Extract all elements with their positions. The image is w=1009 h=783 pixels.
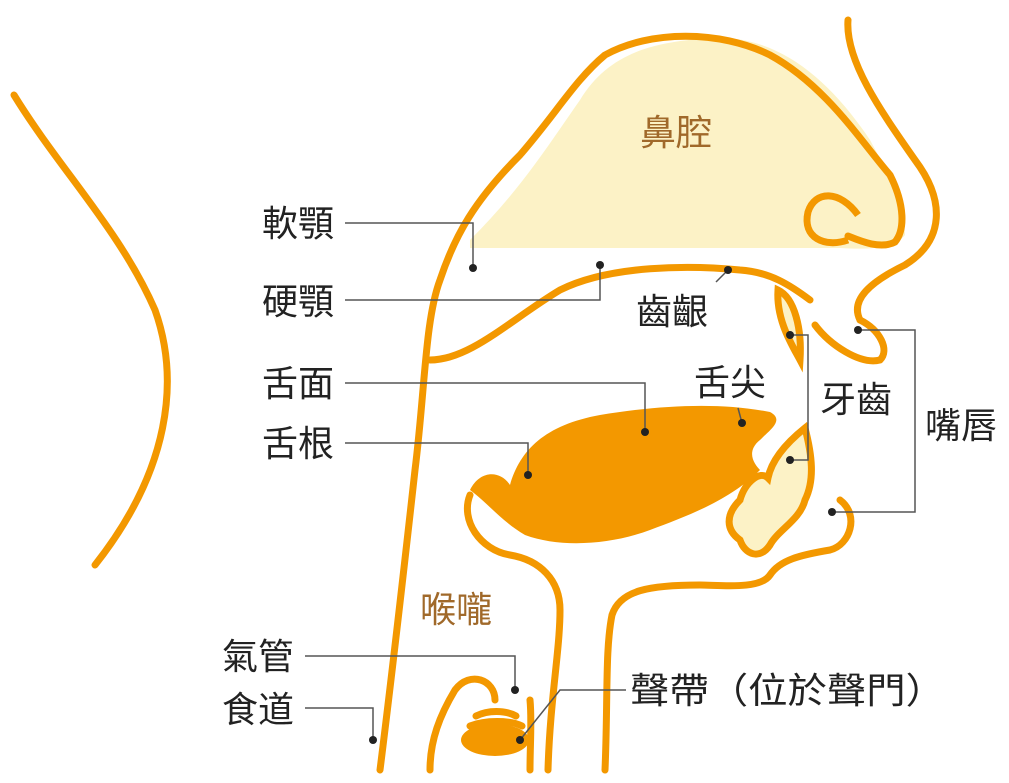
tongue-root-label: 舌根 xyxy=(262,424,334,465)
nasal-cavity-label: 鼻腔 xyxy=(640,113,712,154)
nasal-cavity-shape xyxy=(470,38,905,249)
vocal-cords-shape xyxy=(461,724,529,756)
gums-label: 齒齦 xyxy=(636,292,708,333)
tongue-surface-label: 舌面 xyxy=(262,364,334,405)
trachea-label: 氣管 xyxy=(222,637,294,678)
esophagus-label: 食道 xyxy=(222,690,294,731)
leader-lines xyxy=(305,222,916,741)
teeth-label: 牙齒 xyxy=(820,380,892,421)
soft-palate-label: 軟顎 xyxy=(262,204,334,245)
leader-dots xyxy=(369,261,862,744)
upper-tooth-shape xyxy=(774,284,804,373)
nostril-shape xyxy=(803,192,861,247)
hard-palate-label: 硬顎 xyxy=(262,282,334,323)
anatomy-outline xyxy=(10,16,940,774)
lips-label: 嘴唇 xyxy=(925,406,997,447)
throat-label: 喉嚨 xyxy=(420,590,492,631)
tongue-shape xyxy=(470,405,777,544)
tongue-tip-label: 舌尖 xyxy=(694,363,766,404)
vocal-cords-label: 聲帶（位於聲門） xyxy=(630,671,945,712)
